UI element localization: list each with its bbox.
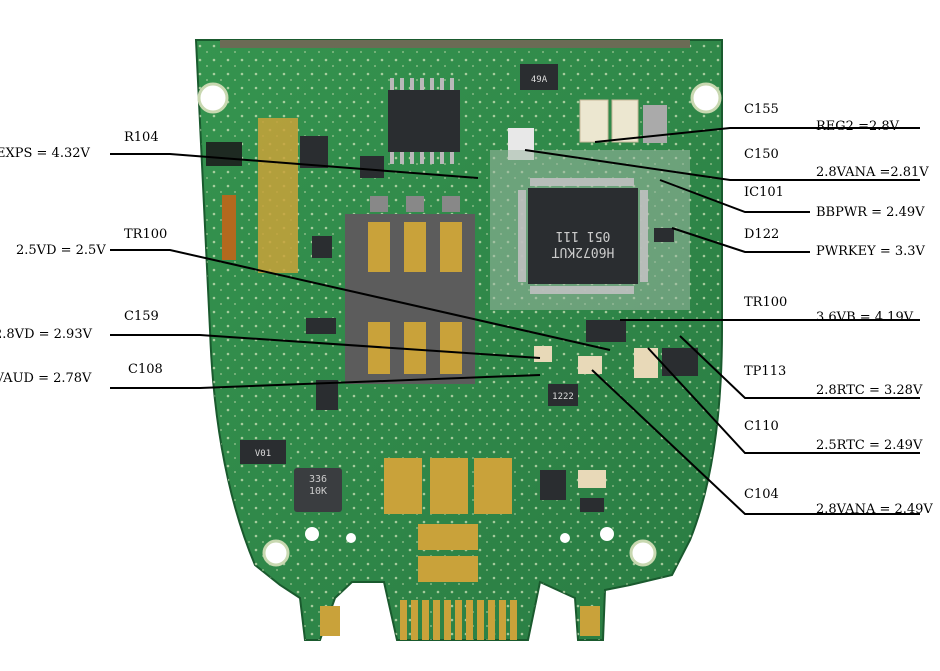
label-c110-component: C110 bbox=[744, 419, 779, 434]
chip-main bbox=[528, 188, 638, 284]
leader-c159 bbox=[110, 334, 541, 359]
label-c159-component: C159 bbox=[124, 309, 159, 324]
label-c159-value: 2.8VD = 2.93V bbox=[0, 327, 92, 342]
label-ic101-component: IC101 bbox=[744, 185, 784, 200]
leader-c108 bbox=[110, 374, 541, 389]
leader-lines bbox=[110, 127, 920, 515]
leader-c155 bbox=[594, 127, 920, 143]
label-tr100-left-value: 2.5VD = 2.5V bbox=[16, 243, 106, 258]
leader-tp113 bbox=[679, 335, 920, 399]
diode bbox=[240, 440, 286, 464]
label-c110-value: 2.5RTC = 2.49V bbox=[816, 438, 923, 453]
label-tp113-value: 2.8RTC = 3.28V bbox=[816, 383, 923, 398]
chip-small bbox=[520, 64, 558, 90]
chip-main-marking: H6072KUT051 111 bbox=[552, 228, 615, 259]
label-c104-value: 2.8VANA = 2.49V bbox=[816, 502, 933, 517]
leader-c110 bbox=[647, 347, 920, 454]
mount-hole bbox=[690, 82, 722, 114]
leader-c104 bbox=[591, 369, 920, 515]
leader-r104 bbox=[110, 153, 479, 179]
label-tr100-right-value: 3.6VB = 4.19V bbox=[816, 310, 914, 325]
label-tp113-component: TP113 bbox=[744, 364, 787, 379]
leader-tr100-left bbox=[110, 249, 611, 351]
small-ic-marking: 1222 bbox=[552, 392, 574, 402]
mount-hole bbox=[629, 539, 657, 567]
mount-hole bbox=[197, 82, 229, 114]
label-c108-component: C108 bbox=[128, 362, 163, 377]
leader-ic101 bbox=[659, 179, 810, 213]
chip-small-marking: 49A bbox=[531, 75, 548, 85]
label-c155-value: REG2 =2.8V bbox=[816, 119, 900, 134]
label-tr100-right-component: TR100 bbox=[744, 295, 788, 310]
label-d122-value: PWRKEY = 3.3V bbox=[816, 244, 925, 259]
label-c108-value: 2.8VAUD = 2.78V bbox=[0, 371, 92, 386]
mount-hole bbox=[262, 539, 290, 567]
label-c155-component: C155 bbox=[744, 102, 779, 117]
leader-c150 bbox=[524, 149, 920, 181]
inductor bbox=[294, 468, 342, 512]
flex-strip bbox=[258, 118, 298, 273]
label-c150-value: 2.8VANA =2.81V bbox=[816, 165, 929, 180]
diode-marking: V01 bbox=[255, 449, 271, 459]
label-ic101-value: BBPWR = 2.49V bbox=[816, 205, 925, 220]
chip-top-left bbox=[388, 90, 460, 152]
label-d122-component: D122 bbox=[744, 227, 780, 242]
leader-d122 bbox=[671, 227, 810, 253]
label-c104-component: C104 bbox=[744, 487, 779, 502]
label-tr100-left-component: TR100 bbox=[124, 227, 168, 242]
label-r104-component: R104 bbox=[124, 130, 159, 145]
label-c150-component: C150 bbox=[744, 147, 779, 162]
label-r104-value: EXPS = 4.32V bbox=[0, 146, 90, 161]
